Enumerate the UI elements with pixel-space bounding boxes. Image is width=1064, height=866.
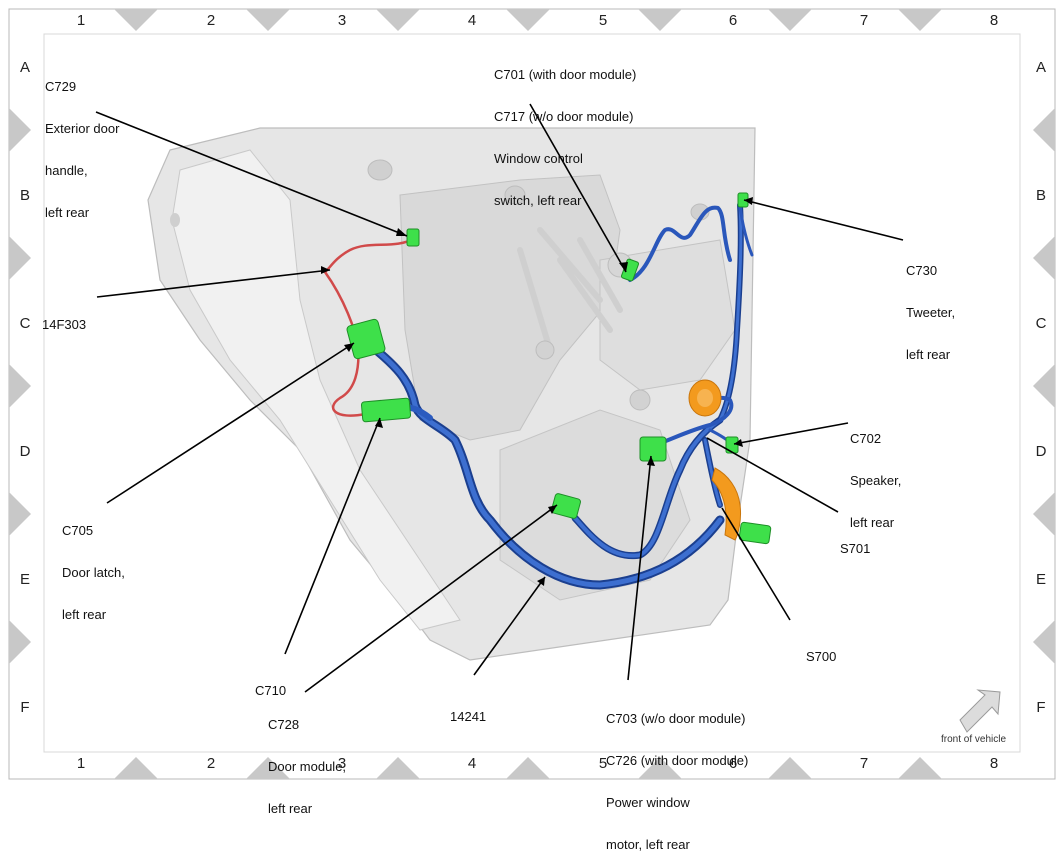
callout-line: C701 (with door module)	[494, 67, 637, 82]
grid-col-label: 3	[337, 12, 347, 29]
arrow-icon	[959, 689, 1001, 733]
callout-c702: C702 Speaker, left rear	[850, 404, 901, 544]
connector-c703	[639, 436, 667, 462]
grid-col-label: 4	[467, 12, 477, 29]
callout-line: switch, left rear	[494, 193, 582, 208]
connectors	[346, 192, 772, 545]
grid-col-label: 7	[859, 755, 869, 772]
grid-col-label: 6	[728, 12, 738, 29]
grid-row-label: D	[19, 443, 31, 460]
callout-line: C705	[62, 523, 94, 538]
grid-row-label: C	[1035, 315, 1047, 332]
callout-line: Speaker,	[850, 473, 902, 488]
leader-arrowheads	[321, 197, 753, 586]
callout-line: C710	[255, 683, 287, 698]
callout-14241: 14241	[450, 682, 486, 738]
grommets	[688, 379, 741, 541]
grid-col-label: 4	[467, 755, 477, 772]
callout-14f303: 14F303	[42, 290, 86, 346]
callout-c701: C701 (with door module) C717 (w/o door m…	[494, 40, 636, 222]
callout-line: C730	[906, 263, 938, 278]
grid-row-label: C	[19, 315, 31, 332]
callout-c703: C703 (w/o door module) C726 (with door m…	[606, 684, 748, 866]
grid-ticks-top	[114, 9, 942, 31]
callout-line: motor, left rear	[606, 837, 690, 852]
callout-line: C703 (w/o door module)	[606, 711, 746, 726]
grid-row-label: B	[19, 187, 30, 204]
grid-col-label: 8	[989, 755, 999, 772]
callout-line: left rear	[850, 515, 895, 530]
callout-line: Door module,	[268, 759, 347, 774]
callout-line: Door latch,	[62, 565, 125, 580]
callout-line: 14F303	[42, 317, 87, 332]
grid-ticks-left	[9, 108, 31, 664]
callout-s700: S700	[806, 622, 836, 678]
grid-row-label: E	[1035, 571, 1046, 588]
grid-col-label: 1	[76, 12, 86, 29]
callout-c730: C730 Tweeter, left rear	[906, 236, 955, 376]
callout-c728: C728 Door module, left rear	[268, 690, 346, 830]
inner-frame	[43, 33, 1021, 753]
connector-c729	[406, 228, 420, 247]
connector-c728	[551, 493, 581, 519]
callout-line: S700	[806, 649, 837, 664]
grid-col-label: 2	[206, 12, 216, 29]
callout-s701: S701	[840, 514, 870, 570]
callout-line: C717 (w/o door module)	[494, 109, 634, 124]
diagram-artwork	[8, 8, 1056, 780]
callout-line: Exterior door	[45, 121, 120, 136]
grid-col-label: 8	[989, 12, 999, 29]
grid-row-label: D	[1035, 443, 1047, 460]
grid-col-label: 3	[337, 755, 347, 772]
callout-c710: C710	[255, 656, 286, 712]
grid-col-label: 6	[728, 755, 738, 772]
grid-col-label: 5	[598, 755, 608, 772]
grid-row-label: A	[1035, 59, 1046, 76]
grid-row-label: A	[19, 59, 30, 76]
callout-line: Window control	[494, 151, 583, 166]
grid-col-label: 1	[76, 755, 86, 772]
grid-row-label: F	[1036, 699, 1046, 716]
callout-c729: C729 Exterior door handle, left rear	[45, 52, 119, 234]
callout-line: left rear	[45, 205, 90, 220]
leader-lines	[95, 103, 904, 693]
door-panel	[147, 127, 756, 661]
callout-line: left rear	[62, 607, 107, 622]
callout-line: C728	[268, 717, 300, 732]
callout-line: left rear	[906, 347, 951, 362]
wiring-diagram: 1 2 3 4 5 6 7 8 1 2 3 4 5 6 7 8 A B C D …	[8, 8, 1056, 852]
connector-s700-area	[738, 521, 772, 545]
connector-c705	[346, 318, 386, 360]
callout-line: Tweeter,	[906, 305, 956, 320]
grid-col-label: 2	[206, 755, 216, 772]
grid-row-label: E	[19, 571, 30, 588]
callout-line: handle,	[45, 163, 88, 178]
grid-col-label: 7	[859, 12, 869, 29]
grid-ticks-bottom	[114, 757, 942, 779]
callout-line: C702	[850, 431, 882, 446]
harness-14f303	[323, 236, 416, 417]
callout-line: C729	[45, 79, 77, 94]
callout-line: S701	[840, 541, 871, 556]
callout-c705: C705 Door latch, left rear	[62, 496, 125, 636]
connector-c710	[360, 397, 412, 423]
callout-line: C726 (with door module)	[606, 753, 749, 768]
grid-row-label: B	[1035, 187, 1046, 204]
grid-ticks-right	[1033, 108, 1055, 664]
grid-col-label: 5	[598, 12, 608, 29]
callout-line: 14241	[450, 709, 487, 724]
front-of-vehicle-label: front of vehicle	[941, 734, 1007, 745]
callout-line: left rear	[268, 801, 313, 816]
grid-row-label: F	[20, 699, 30, 716]
callout-line: Power window	[606, 795, 690, 810]
